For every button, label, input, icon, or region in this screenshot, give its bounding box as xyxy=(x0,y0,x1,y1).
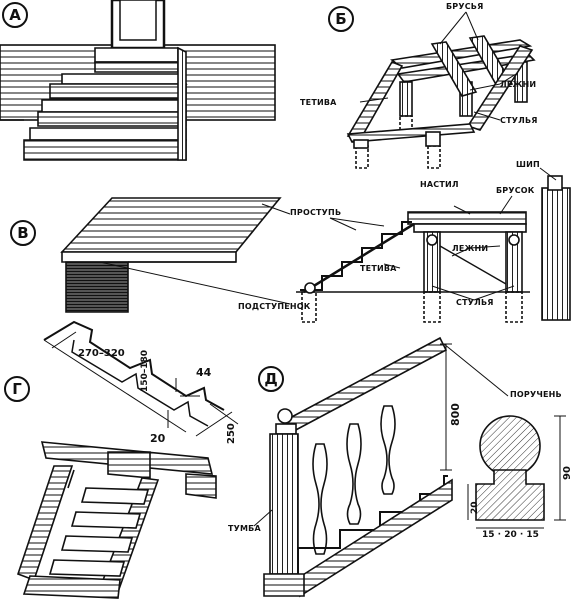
label-stringer-v: ТЕТИВА xyxy=(360,264,397,273)
label-lags-v: ЛЕЖНИ xyxy=(452,244,489,253)
dim-thickness: 20 xyxy=(150,432,166,445)
leader-lines xyxy=(99,11,557,527)
panel-d-letter: Д xyxy=(258,366,284,392)
panel-v-letter: В xyxy=(10,220,36,246)
dim-height: 800 xyxy=(449,403,462,426)
panel-b-letter: Б xyxy=(328,6,354,32)
dim-going: 270–320 xyxy=(78,348,125,359)
panel-b-frame xyxy=(346,35,536,169)
label-lags-b: ЛЕЖНИ xyxy=(500,80,537,89)
panel-d-handrail-profile xyxy=(467,415,566,529)
panel-a-letter: А xyxy=(2,2,28,28)
label-stringer-b: ТЕТИВА xyxy=(300,98,337,107)
panel-g-letter: Г xyxy=(4,376,30,402)
label-tread: ПРОСТУПЬ xyxy=(290,208,342,217)
panel-a-porch-steps xyxy=(0,0,276,161)
label-spike: ШИП xyxy=(516,160,540,169)
panel-v-spike-detail xyxy=(541,175,571,321)
panel-v-tread-riser xyxy=(60,197,282,313)
label-handrail: ПОРУЧЕНЬ xyxy=(510,390,562,399)
panel-g-step-geometry xyxy=(43,320,239,437)
label-newel: ТУМБА xyxy=(228,524,261,533)
dim-stringer-depth: 250 xyxy=(226,423,237,444)
label-posts-v: СТУЛЬЯ xyxy=(456,298,494,307)
label-deck: НАСТИЛ xyxy=(420,180,459,189)
panel-g-3d-stair xyxy=(16,441,217,599)
panel-d-railing xyxy=(263,336,453,598)
label-bar: БРУСОК xyxy=(496,186,535,195)
dim-rail-height: 90 xyxy=(562,466,573,480)
dim-rise: 150–180 xyxy=(140,349,150,392)
dim-base-widths: 15 · 20 · 15 xyxy=(482,530,539,540)
label-posts-b: СТУЛЬЯ xyxy=(500,116,538,125)
label-riser: ПОДСТУПЕНОК xyxy=(238,302,311,311)
dim-neck: 20 xyxy=(470,501,480,514)
label-bars: БРУСЬЯ xyxy=(446,2,484,11)
dim-nosing: 44 xyxy=(196,366,212,379)
panel-v-side-view xyxy=(296,211,530,323)
